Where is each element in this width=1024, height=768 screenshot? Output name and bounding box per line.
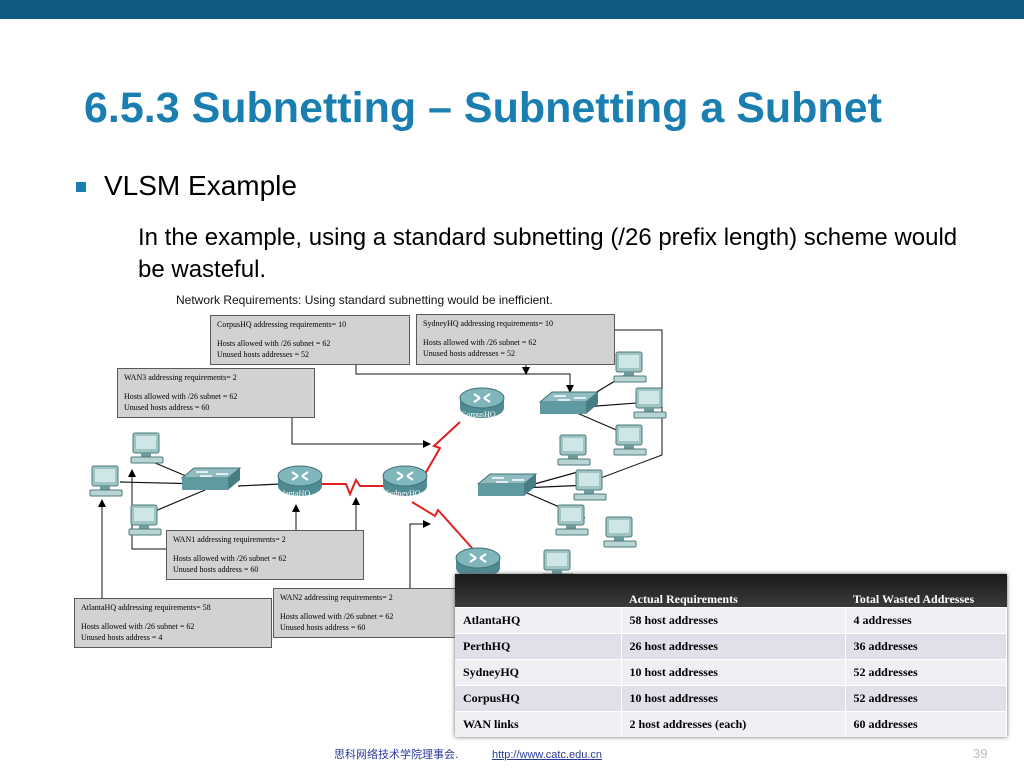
wasted-addresses-table: Actual Requirements Total Wasted Address… bbox=[455, 574, 1007, 737]
wan3-requirements-box: WAN3 addressing requirements= 2 Hosts al… bbox=[117, 368, 315, 418]
table-cell: 4 addresses bbox=[845, 607, 1007, 634]
bullet-text: VLSM Example bbox=[104, 170, 297, 201]
wan2-requirements-box: WAN2 addressing requirements= 2 Hosts al… bbox=[273, 588, 459, 638]
table-cell: PerthHQ bbox=[455, 633, 622, 660]
router-label-sydneyhq: SydneyHQ bbox=[385, 489, 421, 498]
table-cell: WAN links bbox=[455, 711, 622, 737]
table-cell: AtlantaHQ bbox=[455, 607, 622, 634]
box-title: WAN3 addressing requirements= 2 bbox=[124, 373, 237, 382]
box-allowed: Hosts allowed with /26 subnet = 62 bbox=[81, 622, 195, 631]
pc-icon bbox=[557, 434, 591, 466]
body-paragraph: In the example, using a standard subnett… bbox=[138, 224, 958, 283]
box-title: WAN2 addressing requirements= 2 bbox=[280, 593, 393, 602]
box-allowed: Hosts allowed with /26 subnet = 62 bbox=[423, 338, 537, 347]
pc-icon bbox=[613, 424, 647, 456]
table-row: CorpusHQ 10 host addresses 52 addresses bbox=[455, 685, 1007, 712]
table-cell: 60 addresses bbox=[845, 711, 1007, 737]
slide-title: 6.5.3 Subnetting – Subnetting a Subnet bbox=[84, 84, 882, 132]
bullet-marker bbox=[76, 182, 86, 192]
table-cell: CorpusHQ bbox=[455, 685, 622, 712]
sydney-switch bbox=[477, 473, 537, 497]
pc-icon bbox=[633, 387, 667, 419]
pc-icon bbox=[573, 469, 607, 501]
table-cell: 58 host addresses bbox=[621, 607, 846, 634]
table-row: WAN links 2 host addresses (each) 60 add… bbox=[455, 711, 1007, 737]
pc-icon bbox=[555, 504, 589, 536]
box-unused: Unused hosts addresses = 52 bbox=[217, 350, 310, 359]
table-cell: 52 addresses bbox=[845, 685, 1007, 712]
table-cell: 52 addresses bbox=[845, 659, 1007, 686]
table-header-cell: Actual Requirements bbox=[621, 574, 845, 608]
diagram-caption: Network Requirements: Using standard sub… bbox=[176, 293, 553, 307]
atlantahq-requirements-box: AtlantaHQ addressing requirements= 58 Ho… bbox=[74, 598, 272, 648]
wan1-requirements-box: WAN1 addressing requirements= 2 Hosts al… bbox=[166, 530, 364, 580]
top-banner bbox=[0, 0, 1024, 19]
router-label-atlantahq: AtlantaHQ bbox=[275, 489, 311, 498]
table-row: PerthHQ 26 host addresses 36 addresses bbox=[455, 633, 1007, 660]
page-number: 39 bbox=[973, 746, 988, 761]
footer-link[interactable]: http://www.catc.edu.cn bbox=[492, 749, 603, 761]
router-label-corpushq: CorpusHQ bbox=[461, 410, 496, 419]
corpus-switch bbox=[539, 391, 599, 415]
box-unused: Unused hosts address = 60 bbox=[124, 403, 210, 412]
table-header-row: Actual Requirements Total Wasted Address… bbox=[455, 574, 1007, 608]
footer-org: 思科网络技术学院理事会. bbox=[334, 748, 459, 761]
box-title: AtlantaHQ addressing requirements= 58 bbox=[81, 603, 211, 612]
table-cell: 10 host addresses bbox=[621, 685, 846, 712]
box-allowed: Hosts allowed with /26 subnet = 62 bbox=[124, 392, 238, 401]
table-header-cell bbox=[455, 574, 621, 608]
table-cell: 10 host addresses bbox=[621, 659, 846, 686]
corpushq-requirements-box: CorpusHQ addressing requirements= 10 Hos… bbox=[210, 315, 410, 365]
pc-icon bbox=[89, 465, 123, 497]
table-cell: 2 host addresses (each) bbox=[621, 711, 846, 737]
box-allowed: Hosts allowed with /26 subnet = 62 bbox=[173, 554, 287, 563]
table-row: SydneyHQ 10 host addresses 52 addresses bbox=[455, 659, 1007, 686]
sydneyhq-requirements-box: SydneyHQ addressing requirements= 10 Hos… bbox=[416, 314, 615, 365]
pc-icon bbox=[130, 432, 164, 464]
table-cell: 26 host addresses bbox=[621, 633, 846, 660]
box-title: CorpusHQ addressing requirements= 10 bbox=[217, 320, 347, 329]
pc-icon bbox=[613, 351, 647, 383]
box-title: SydneyHQ addressing requirements= 10 bbox=[423, 319, 554, 328]
atlanta-switch bbox=[181, 467, 241, 491]
box-title: WAN1 addressing requirements= 2 bbox=[173, 535, 286, 544]
box-unused: Unused hosts address = 4 bbox=[81, 633, 163, 642]
pc-icon bbox=[603, 516, 637, 548]
table-row: AtlantaHQ 58 host addresses 4 addresses bbox=[455, 607, 1007, 634]
box-unused: Unused hosts addresses = 52 bbox=[423, 349, 516, 358]
box-allowed: Hosts allowed with /26 subnet = 62 bbox=[217, 339, 331, 348]
table-cell: SydneyHQ bbox=[455, 659, 622, 686]
box-allowed: Hosts allowed with /26 subnet = 62 bbox=[280, 612, 394, 621]
box-unused: Unused hosts address = 60 bbox=[173, 565, 259, 574]
footer: 思科网络技术学院理事会. http://www.catc.edu.cn bbox=[334, 746, 602, 762]
table-cell: 36 addresses bbox=[845, 633, 1007, 660]
table-header-cell: Total Wasted Addresses bbox=[845, 574, 1007, 608]
pc-icon bbox=[128, 504, 162, 536]
box-unused: Unused hosts address = 60 bbox=[280, 623, 366, 632]
